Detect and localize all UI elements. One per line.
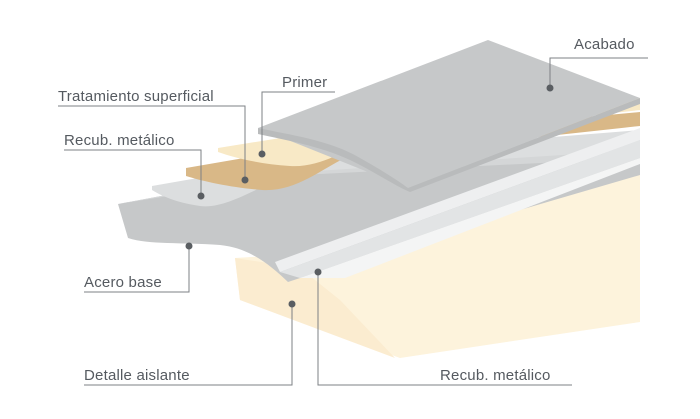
dot-recub-top xyxy=(197,192,205,200)
label-recub-top: Recub. metálico xyxy=(64,132,175,149)
finish-top-surface xyxy=(258,40,640,188)
leader-acabado xyxy=(549,57,648,88)
dot-tratamiento xyxy=(241,176,249,184)
dot-primer xyxy=(258,150,266,158)
dot-recub-bottom xyxy=(314,268,322,276)
front-edge-strip-2 xyxy=(280,140,640,278)
label-recub-bottom: Recub. metálico xyxy=(440,367,551,384)
label-acabado: Acabado xyxy=(574,36,635,53)
label-primer: Primer xyxy=(282,74,328,91)
label-detalle: Detalle aislante xyxy=(84,367,190,384)
leader-recub-bottom xyxy=(317,272,572,386)
dot-detalle xyxy=(288,300,296,308)
label-acero: Acero base xyxy=(84,274,162,291)
front-edge-strip-1 xyxy=(275,128,640,272)
leader-lines xyxy=(58,57,648,386)
leader-acero xyxy=(84,246,190,293)
marker-dots xyxy=(185,84,554,308)
leader-tratamiento xyxy=(58,105,246,180)
label-tratamiento: Tratamiento superficial xyxy=(58,88,214,105)
leader-primer xyxy=(261,91,335,154)
dot-acabado xyxy=(546,84,554,92)
steel-base-top xyxy=(118,150,640,204)
leader-recub-top xyxy=(64,149,202,196)
finish-wave-edge xyxy=(258,98,640,192)
insulation-side xyxy=(235,258,395,358)
front-edge-strip-3 xyxy=(300,158,640,278)
leader-detalle xyxy=(84,304,293,386)
dot-acero xyxy=(185,242,193,250)
